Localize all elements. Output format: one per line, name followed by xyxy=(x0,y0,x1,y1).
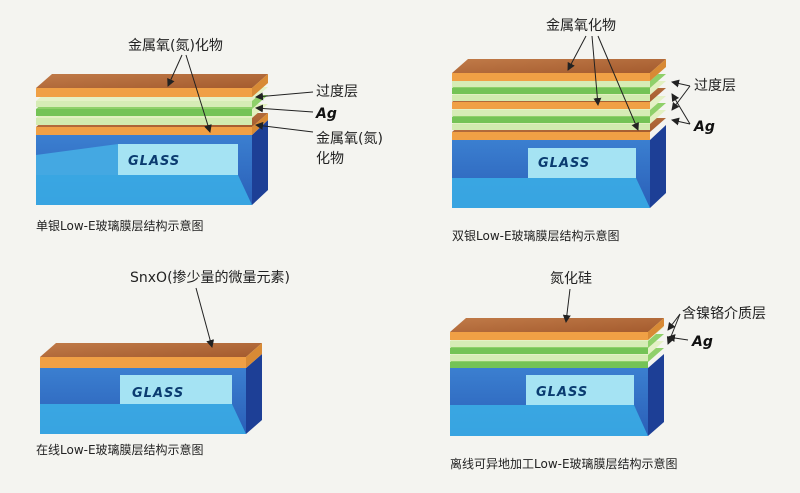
glass-block xyxy=(36,120,268,205)
label-metal-oxide: 金属氧化物 xyxy=(546,18,616,34)
diagram-online: GLASS SnxO(掺少量的微量元素) 在线Low-E玻璃膜层结构示意图 xyxy=(36,269,290,457)
diagram-double-silver: GLASS 金属氧化物 过度层 Ag 双银Low-E玻璃膜层结构示意图 xyxy=(452,18,736,243)
glass-label: GLASS xyxy=(536,385,588,400)
label-ag: Ag xyxy=(693,119,715,135)
label-metal-oxide-bottom-line1: 金属氧(氮) xyxy=(316,131,383,147)
glass-block xyxy=(450,354,664,436)
caption-offsite: 离线可异地加工Low-E玻璃膜层结构示意图 xyxy=(450,456,678,471)
label-ag: Ag xyxy=(691,334,713,350)
glass-label: GLASS xyxy=(132,386,184,401)
label-silicon-nitride: 氮化硅 xyxy=(550,271,592,287)
film-layers xyxy=(40,343,262,368)
diagram-offsite: GLASS 氮化硅 含镍铬介质层 Ag 离线可异地加工Low-E玻璃膜层结构示意… xyxy=(450,271,766,471)
label-snxo: SnxO(掺少量的微量元素) xyxy=(130,269,290,286)
label-transition-layer: 过度层 xyxy=(694,78,736,94)
film-layers xyxy=(36,74,268,135)
label-metal-oxide-top: 金属氧(氮)化物 xyxy=(128,38,223,54)
caption-double-silver: 双银Low-E玻璃膜层结构示意图 xyxy=(452,228,620,243)
label-nickel-chrome-layer: 含镍铬介质层 xyxy=(682,306,766,322)
glass-block xyxy=(40,354,262,434)
film-layers xyxy=(452,59,666,140)
label-transition-layer: 过度层 xyxy=(316,84,358,100)
label-metal-oxide-bottom-line2: 化物 xyxy=(316,151,344,167)
diagram-single-silver: GLASS 金属氧(氮)化物 过度层 Ag 金属氧(氮) 化物 单银Low-E玻… xyxy=(36,38,383,233)
glass-block xyxy=(452,125,666,208)
caption-online: 在线Low-E玻璃膜层结构示意图 xyxy=(36,442,204,457)
label-ag: Ag xyxy=(315,106,337,122)
caption-single-silver: 单银Low-E玻璃膜层结构示意图 xyxy=(36,218,204,233)
glass-label: GLASS xyxy=(128,154,180,169)
glass-label: GLASS xyxy=(538,156,590,171)
film-layers xyxy=(450,318,664,368)
